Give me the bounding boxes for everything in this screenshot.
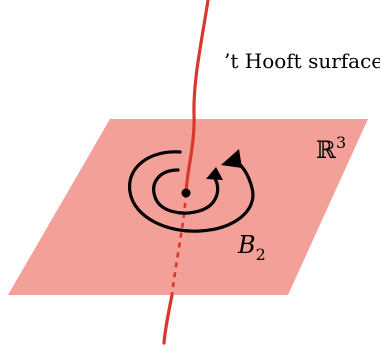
r3-label: ℝ3: [316, 133, 346, 164]
r3-plane: [8, 119, 368, 295]
b2-subscript: 2: [256, 245, 266, 264]
b2-linking-circles: [128, 150, 255, 233]
outer-arrowhead-icon: [221, 149, 242, 168]
hooft-surface-line-upper: [184, 0, 210, 195]
inner-arrowhead-icon: [206, 167, 223, 180]
hooft-surface-label: ’t Hooft surface: [224, 49, 380, 73]
hooft-surface-line-dashed: [170, 192, 188, 296]
outer-circle-arc: [128, 150, 255, 233]
hooft-surface-line-lower: [162, 293, 174, 345]
inner-circle-arc: [152, 168, 220, 215]
r3-symbol: ℝ: [316, 136, 337, 164]
b2-symbol: B: [237, 231, 256, 259]
b2-label: B2: [237, 231, 266, 264]
r3-exponent: 3: [336, 133, 346, 152]
intersection-point: [181, 188, 191, 198]
